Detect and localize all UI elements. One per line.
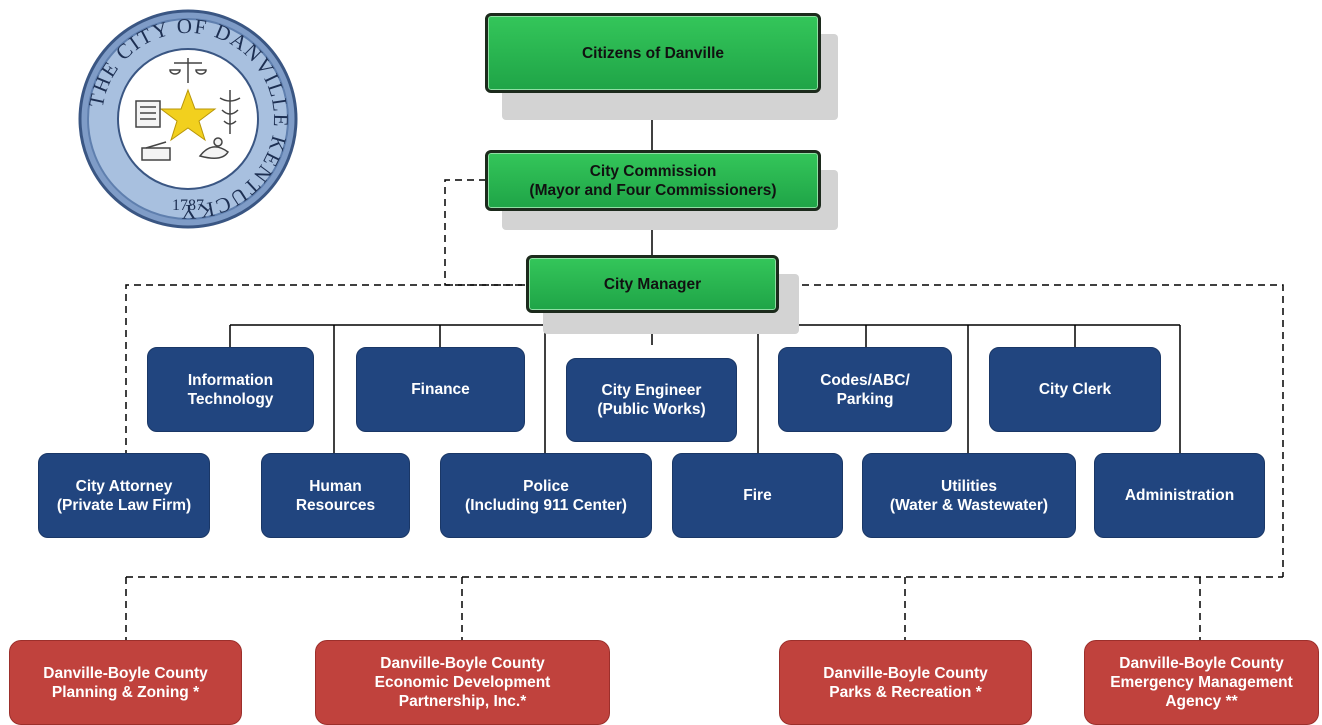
department-city-engineer[interactable]: City Engineer (Public Works) bbox=[566, 358, 737, 442]
dashed-connectors bbox=[125, 179, 1284, 640]
department-utilities[interactable]: Utilities (Water & Wastewater) bbox=[862, 453, 1076, 538]
department-label: Police (Including 911 Center) bbox=[465, 477, 627, 514]
department-human-resources[interactable]: Human Resources bbox=[261, 453, 410, 538]
agency-label: Danville-Boyle County Planning & Zoning … bbox=[43, 664, 208, 701]
citizens-label: Citizens of Danville bbox=[581, 44, 725, 62]
department-administration[interactable]: Administration bbox=[1094, 453, 1265, 538]
department-information-technology[interactable]: Information Technology bbox=[147, 347, 314, 432]
department-label: Human Resources bbox=[295, 477, 376, 514]
department-fire[interactable]: Fire bbox=[672, 453, 843, 538]
caduceus-icon bbox=[219, 90, 241, 134]
department-codes-abc-parking[interactable]: Codes/ABC/ Parking bbox=[778, 347, 952, 432]
department-label: Information Technology bbox=[187, 371, 274, 408]
agency-parks-recreation[interactable]: Danville-Boyle County Parks & Recreation… bbox=[779, 640, 1032, 725]
dashed-right-link bbox=[778, 284, 1284, 577]
agency-label: Danville-Boyle County Emergency Manageme… bbox=[1110, 655, 1293, 710]
city-commission-label: City Commission (Mayor and Four Commissi… bbox=[529, 162, 777, 199]
department-city-clerk[interactable]: City Clerk bbox=[989, 347, 1161, 432]
agency-label: Danville-Boyle County Economic Developme… bbox=[374, 655, 551, 710]
department-city-attorney[interactable]: City Attorney (Private Law Firm) bbox=[38, 453, 210, 538]
city-seal-logo: THE CITY OF DANVILLE KENTUCKY 1787 bbox=[78, 9, 298, 229]
department-label: City Clerk bbox=[1038, 381, 1112, 398]
building-icon bbox=[141, 141, 171, 161]
scales-icon bbox=[169, 58, 207, 83]
book-icon bbox=[135, 100, 161, 128]
department-label: Administration bbox=[1124, 487, 1235, 504]
department-police[interactable]: Police (Including 911 Center) bbox=[440, 453, 652, 538]
agency-emergency-management[interactable]: Danville-Boyle County Emergency Manageme… bbox=[1084, 640, 1319, 725]
star-icon bbox=[159, 88, 217, 142]
department-label: City Engineer (Public Works) bbox=[597, 382, 706, 418]
lamp-icon bbox=[198, 137, 229, 159]
city-manager-box[interactable]: City Manager bbox=[526, 255, 779, 313]
dashed-city-attorney-link bbox=[125, 284, 525, 453]
city-commission-box[interactable]: City Commission (Mayor and Four Commissi… bbox=[485, 150, 821, 211]
citizens-box[interactable]: Citizens of Danville bbox=[485, 13, 821, 93]
seal-year: 1787 bbox=[172, 197, 204, 214]
department-label: Utilities (Water & Wastewater) bbox=[889, 477, 1049, 514]
department-label: Codes/ABC/ Parking bbox=[820, 371, 910, 408]
department-label: Fire bbox=[743, 487, 772, 504]
department-label: City Attorney (Private Law Firm) bbox=[56, 477, 192, 514]
department-finance[interactable]: Finance bbox=[356, 347, 525, 432]
department-label: Finance bbox=[411, 381, 470, 398]
city-manager-label: City Manager bbox=[603, 275, 702, 293]
agency-planning-zoning[interactable]: Danville-Boyle County Planning & Zoning … bbox=[9, 640, 242, 725]
agency-label: Danville-Boyle County Parks & Recreation… bbox=[823, 664, 988, 701]
agency-economic-development[interactable]: Danville-Boyle County Economic Developme… bbox=[315, 640, 610, 725]
